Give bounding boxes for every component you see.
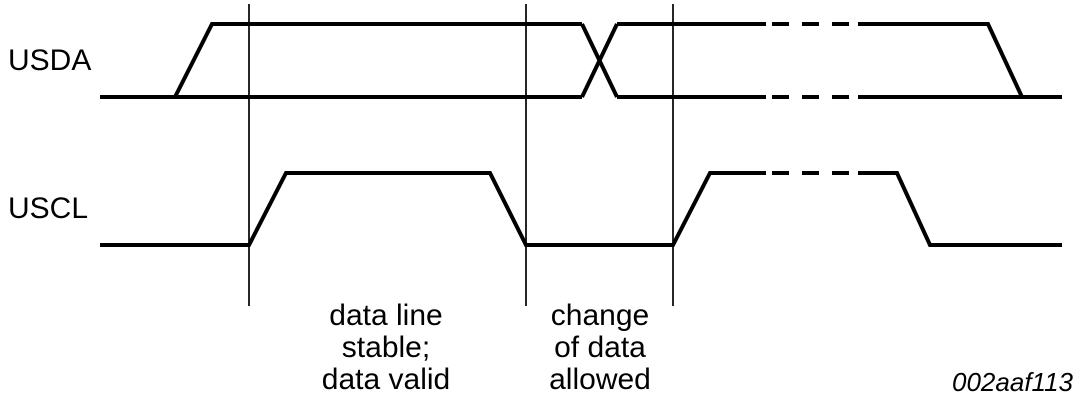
annotation-line: of data — [554, 331, 646, 364]
waveform-segment-usda — [173, 22, 582, 98]
annotation-line: allowed — [549, 363, 651, 396]
waveform-segment-usda — [580, 23, 619, 98]
signal-label-usda: USDA — [8, 44, 92, 77]
waveform-segment-usda — [858, 22, 1024, 98]
annotation-line: stable; — [341, 331, 431, 364]
annotation-change-allowed: change of data allowed — [480, 300, 720, 396]
signal-label-uscl: USCL — [8, 192, 89, 225]
annotation-line: change — [550, 299, 650, 332]
waveform-segment-uscl — [858, 171, 1062, 247]
waveform-segment-uscl — [100, 171, 766, 247]
annotation-line: data valid — [321, 363, 451, 396]
annotation-data-valid: data line stable; data valid — [266, 300, 506, 396]
figure-id: 002aaf113 — [952, 367, 1073, 397]
annotation-line: data line — [329, 299, 443, 332]
